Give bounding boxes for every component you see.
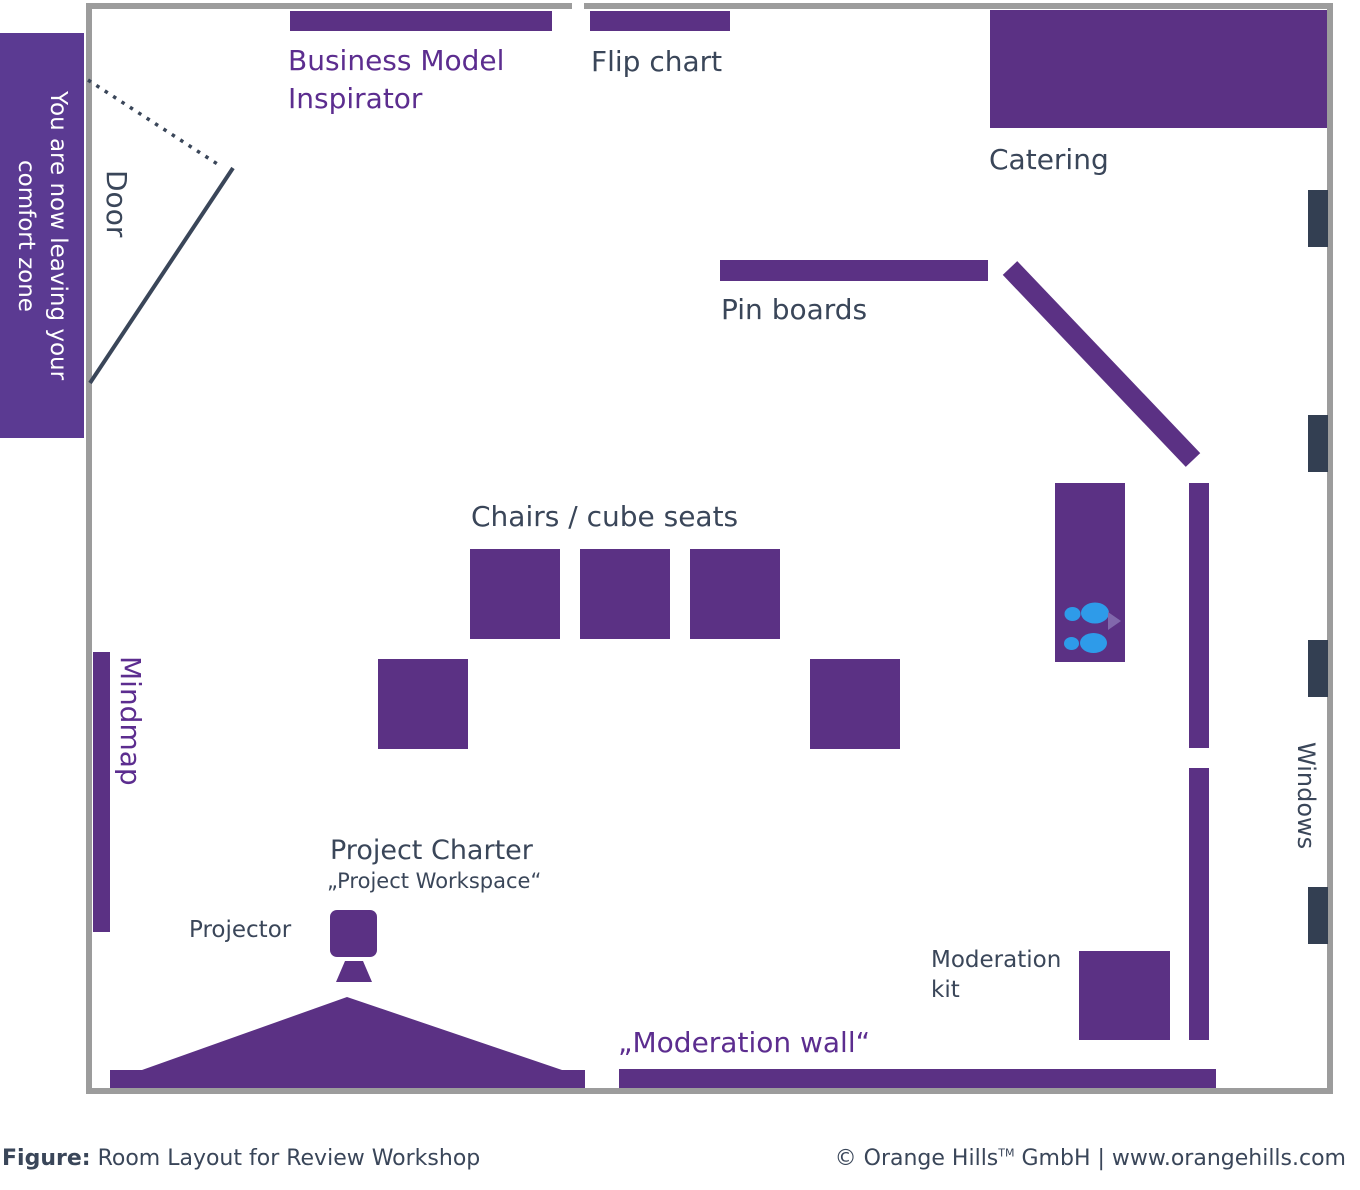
figure-caption-text: Room Layout for Review Workshop	[97, 1146, 481, 1171]
cube-seat-4	[378, 659, 468, 749]
moderation-side-wall-lower	[1189, 768, 1209, 1040]
cube-seat-5	[810, 659, 900, 749]
moderation-wall-label: „Moderation wall“	[618, 1026, 871, 1059]
moderation-wall-bar	[619, 1069, 1216, 1088]
room-outline	[86, 3, 1333, 1094]
window-pane-4	[1308, 887, 1328, 944]
mindmap-board	[93, 652, 110, 932]
copyright-company: © Orange Hills	[834, 1146, 999, 1171]
moderation-side-wall-upper	[1189, 483, 1209, 748]
moderation-kit-label: Moderation kit	[931, 947, 1062, 1003]
comfort-zone-banner: You are now leaving your comfort zone	[0, 33, 84, 438]
cube-seat-2	[580, 549, 670, 639]
catering-table	[990, 10, 1327, 128]
cube-seat-3	[690, 549, 780, 639]
moderation-kit-box	[1079, 951, 1170, 1040]
chairs-label: Chairs / cube seats	[471, 500, 739, 533]
project-workspace-label: „Project Workspace“	[327, 869, 542, 893]
figure-caption: Figure: Room Layout for Review Workshop	[2, 1146, 480, 1171]
project-charter-label: Project Charter	[330, 835, 533, 866]
flip-chart-label: Flip chart	[591, 45, 723, 78]
projector-label: Projector	[189, 917, 292, 943]
pin-boards-label: Pin boards	[721, 293, 868, 326]
window-pane-2	[1308, 415, 1328, 472]
windows-label: Windows	[1292, 742, 1320, 850]
banner-line1: You are now leaving your	[45, 90, 71, 381]
projector-body	[330, 910, 377, 957]
figure-caption-label: Figure:	[2, 1146, 91, 1171]
window-pane-1	[1308, 190, 1328, 247]
window-pane-3	[1308, 640, 1328, 697]
catering-label: Catering	[989, 143, 1109, 176]
copyright-suffix: GmbH | www.orangehills.com	[1021, 1146, 1347, 1171]
copyright-caption: © Orange HillsTM GmbH | www.orangehills.…	[835, 1146, 1346, 1171]
top-wall-gap	[572, 3, 584, 10]
business-model-label: Business Model Inspirator	[288, 44, 505, 115]
door-label: Door	[100, 170, 133, 238]
banner-line2: comfort zone	[13, 159, 39, 312]
pin-board-straight	[720, 260, 988, 281]
business-model-board	[290, 11, 552, 31]
mindmap-label: Mindmap	[114, 656, 147, 786]
standup-table	[1055, 483, 1125, 662]
flip-chart-board	[590, 11, 730, 31]
cube-seat-1	[470, 549, 560, 639]
trademark-mark: TM	[998, 1146, 1015, 1160]
